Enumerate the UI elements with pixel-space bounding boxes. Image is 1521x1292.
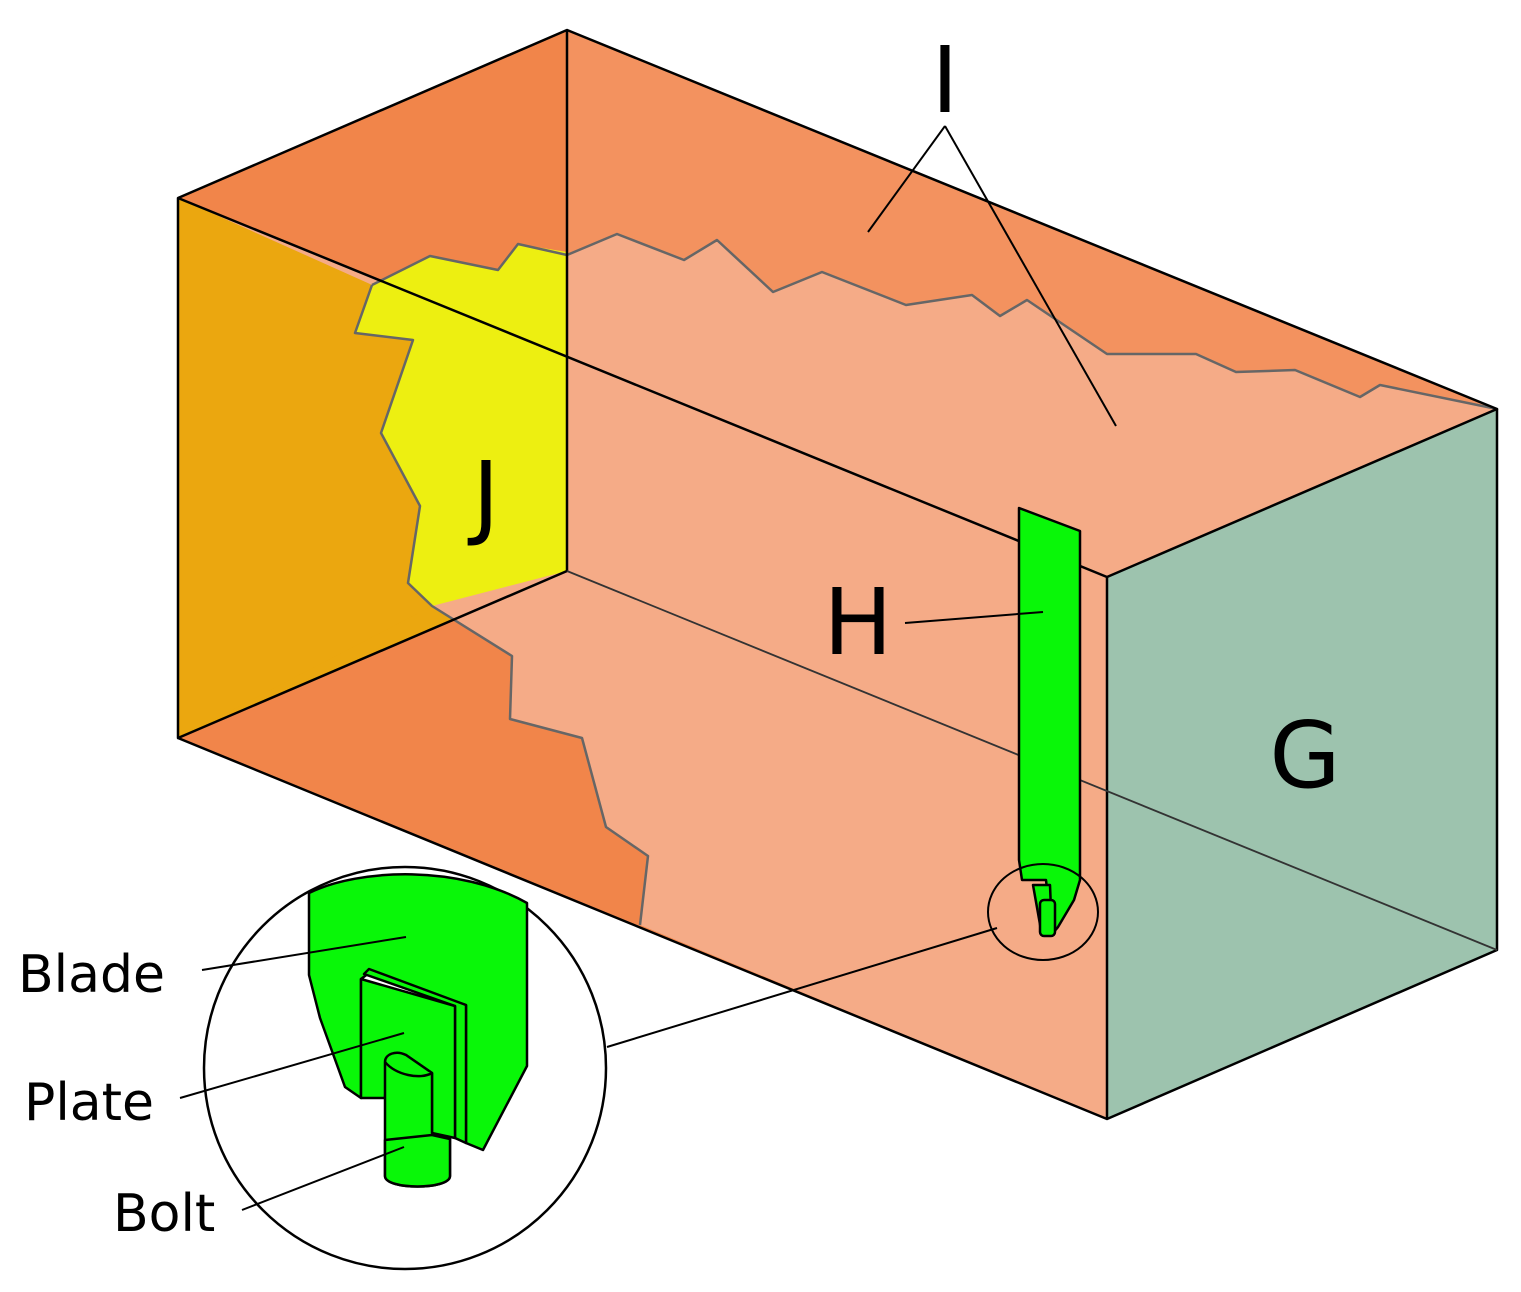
leader-i-1 [867, 125, 946, 233]
leader-plate [179, 1032, 405, 1099]
zoom-source-circle [987, 863, 1099, 961]
leader-i-2 [944, 125, 1117, 427]
leader-h [904, 611, 1044, 624]
face-j-left [178, 198, 432, 738]
label-j: J [467, 442, 499, 549]
leader-bolt [241, 1146, 405, 1211]
leader-blade [201, 936, 407, 971]
label-plate: Plate [24, 1073, 154, 1133]
component-h [987, 506, 1099, 961]
edge-bottom [177, 409, 1499, 1121]
leaders [179, 125, 1117, 1211]
label-blade: Blade [18, 945, 165, 1005]
label-bolt: Bolt [113, 1184, 215, 1244]
crack-top [371, 232, 1498, 411]
label-g: G [1269, 702, 1340, 809]
zoom-connector [606, 927, 998, 1048]
label-h: H [823, 569, 892, 676]
crack-left [353, 284, 650, 926]
zoom-detail [202, 865, 998, 1271]
box [176, 28, 1499, 1121]
edge-top [177, 28, 1499, 579]
face-g [1107, 409, 1497, 1119]
label-i: I [931, 27, 958, 134]
bolt-detail-inner [384, 1061, 433, 1078]
blade-bolt-small [1038, 898, 1057, 938]
bolt-detail-lower [383, 1133, 452, 1188]
